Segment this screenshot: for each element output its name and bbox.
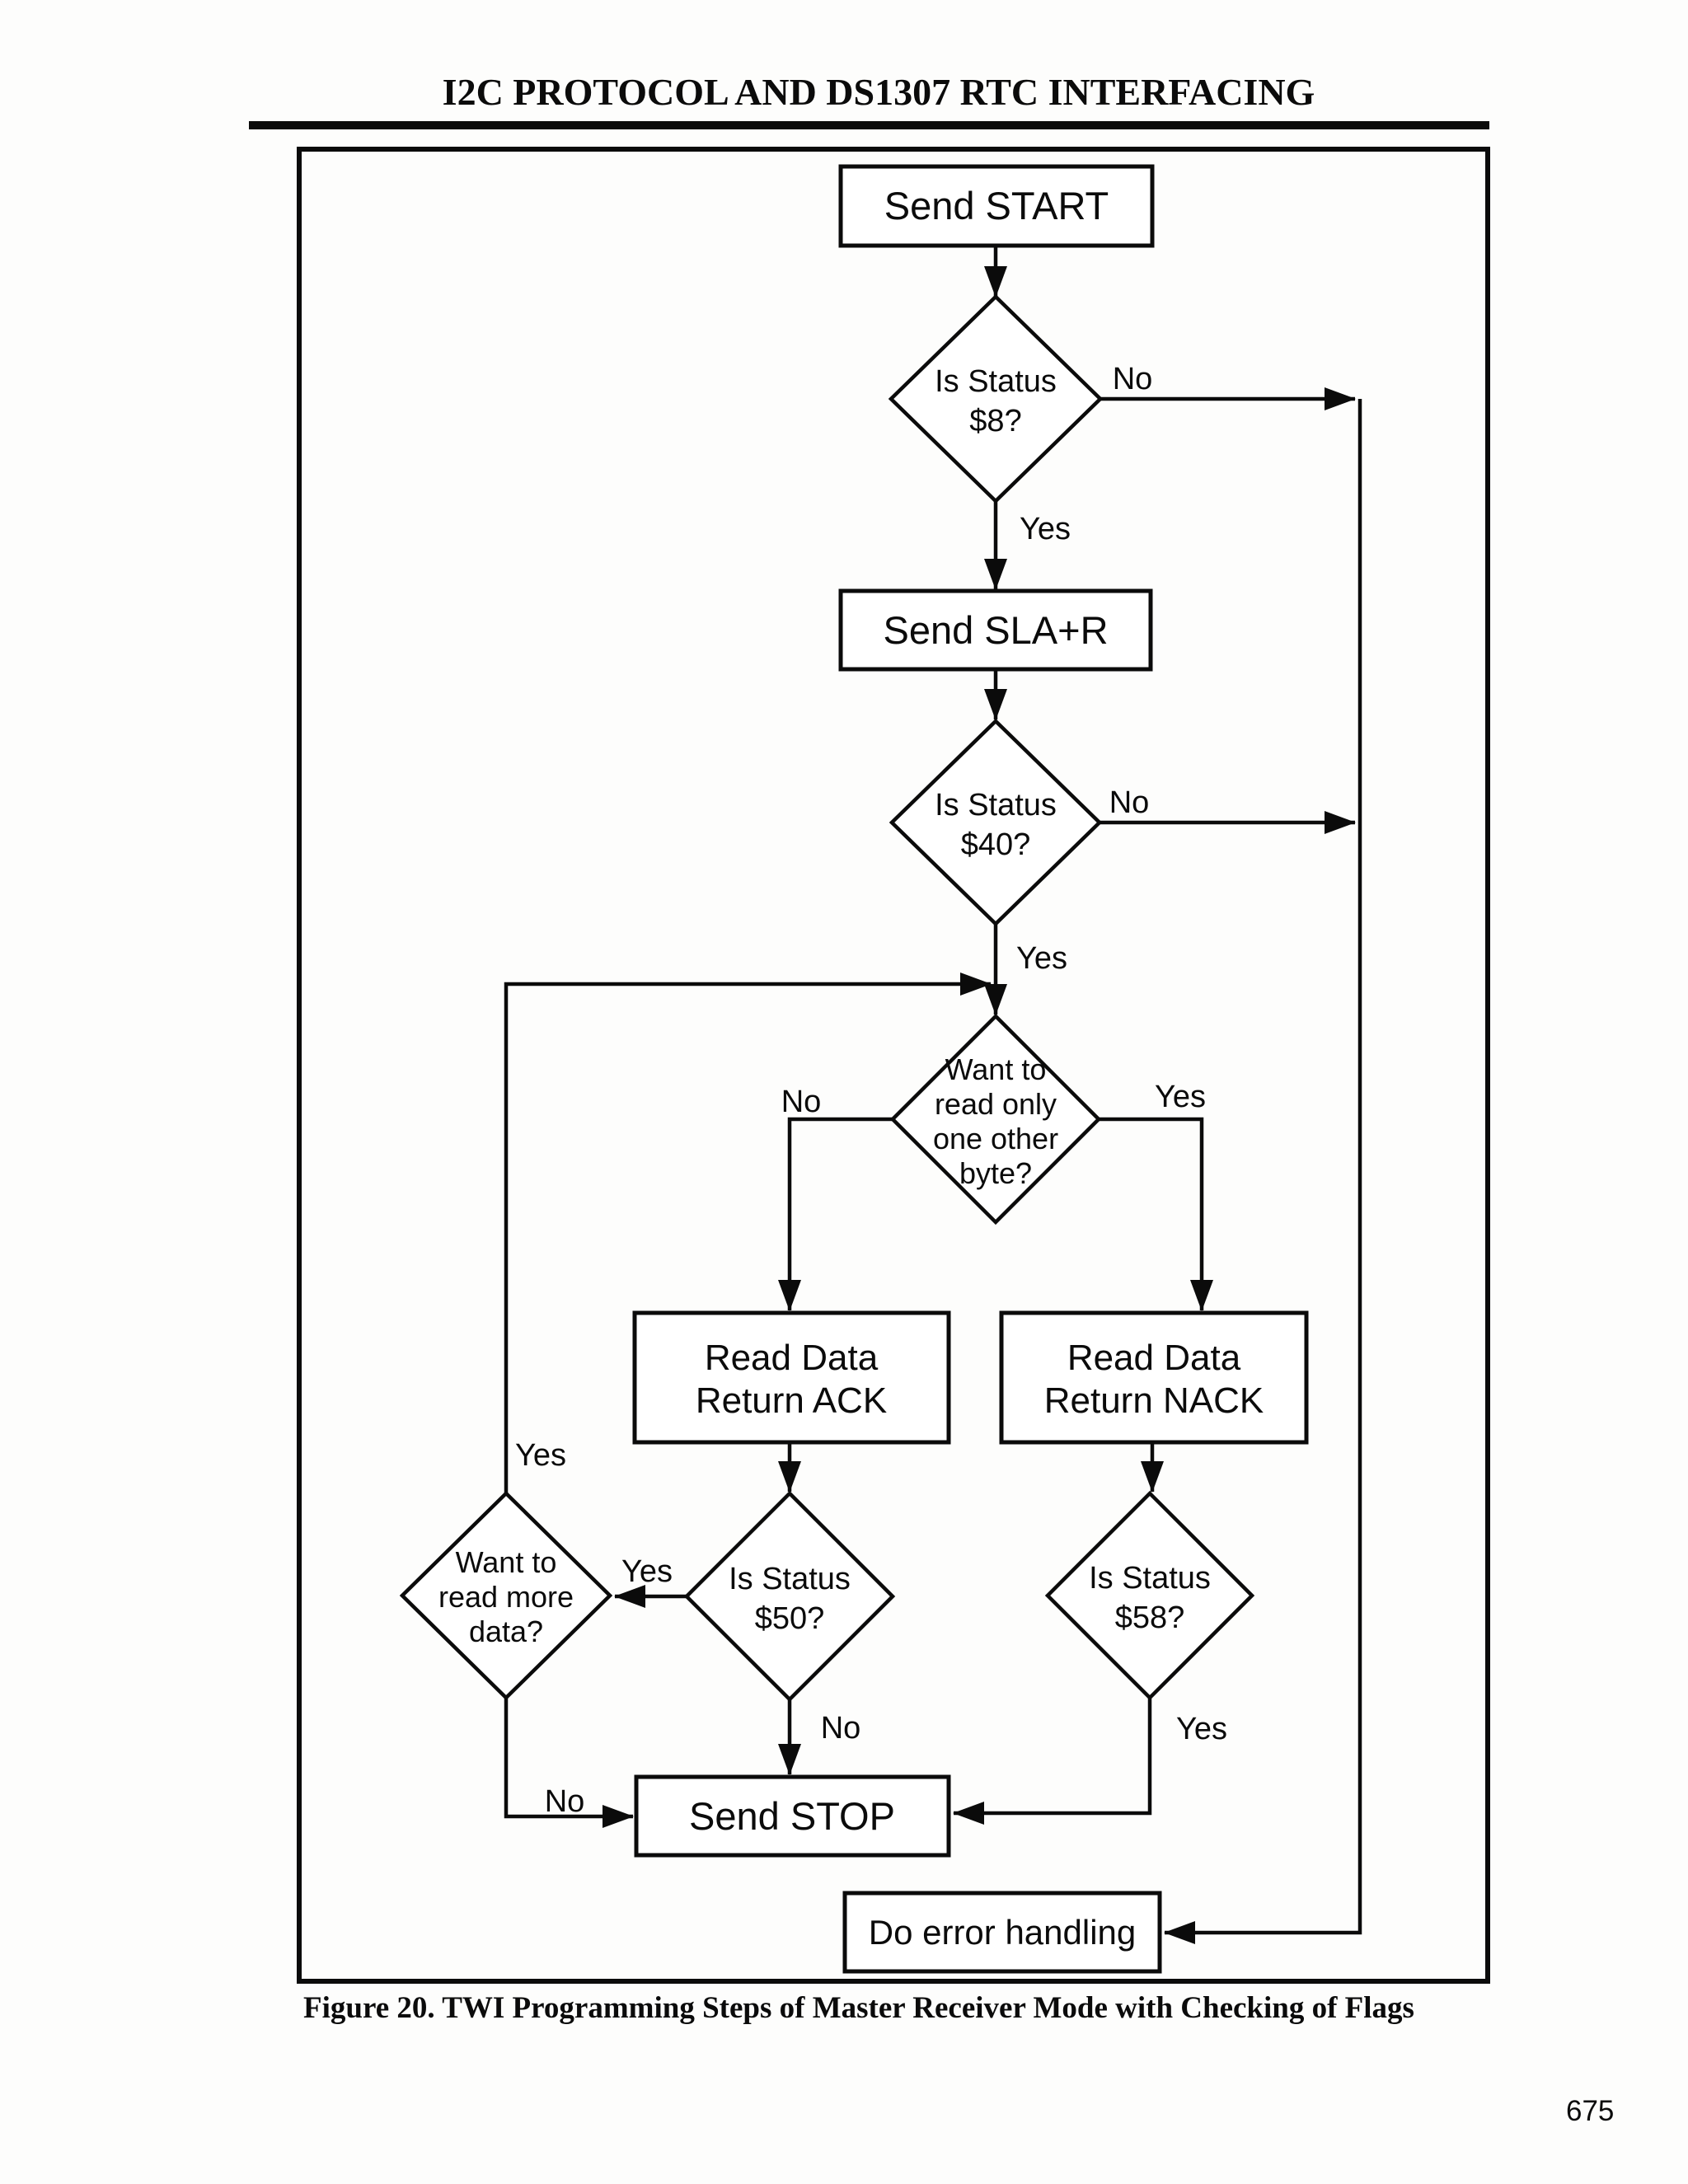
- send-sla-r-label: Send SLA+R: [883, 608, 1108, 652]
- want-more-data-diamond: Want to read more data?: [399, 1490, 613, 1701]
- is-status-8-line2: $8?: [969, 404, 1021, 438]
- send-start-node: Send START: [838, 164, 1155, 248]
- is-status-58-diamond: Is Status $58?: [1044, 1490, 1255, 1701]
- is-status-8-diamond: Is Status $8?: [888, 293, 1104, 504]
- read-nack-node: Read Data Return NACK: [999, 1310, 1309, 1445]
- label-status40-yes: Yes: [1016, 941, 1067, 976]
- page-number: 675: [1566, 2095, 1614, 2127]
- want-one-byte-line2: read only: [935, 1087, 1057, 1121]
- edge-onebyte-no: [778, 1117, 893, 1311]
- label-loop-yes: Yes: [515, 1438, 566, 1473]
- edge-error-trunk: [1164, 399, 1362, 1944]
- edge-onebyte-yes: [1099, 1117, 1213, 1311]
- read-ack-node: Read Data Return ACK: [632, 1310, 951, 1445]
- page-title: I2C PROTOCOL AND DS1307 RTC INTERFACING: [443, 71, 1315, 113]
- edge-loop-back: [504, 972, 992, 1493]
- title-rule: [249, 121, 1489, 129]
- read-ack-line2: Return ACK: [696, 1380, 887, 1421]
- want-more-line3: data?: [469, 1615, 543, 1648]
- is-status-50-line1: Is Status: [729, 1562, 851, 1596]
- is-status-8-line1: Is Status: [935, 364, 1057, 399]
- send-start-label: Send START: [884, 184, 1109, 227]
- want-more-line1: Want to: [456, 1545, 557, 1579]
- do-error-node: Do error handling: [842, 1891, 1162, 1974]
- figure-border: [297, 147, 1490, 1984]
- is-status-50-line2: $50?: [755, 1601, 825, 1636]
- send-stop-node: Send STOP: [634, 1774, 951, 1858]
- figure-caption: Figure 20. TWI Programming Steps of Mast…: [303, 1991, 1414, 2025]
- label-status50-no: No: [821, 1711, 861, 1746]
- send-sla-r-node: Send SLA+R: [838, 588, 1153, 672]
- label-status58-yes: Yes: [1176, 1712, 1227, 1746]
- read-nack-line1: Read Data: [1067, 1338, 1241, 1378]
- is-status-40-line1: Is Status: [935, 788, 1057, 823]
- is-status-40-diamond: Is Status $40?: [889, 718, 1103, 927]
- want-one-byte-line4: byte?: [959, 1156, 1032, 1190]
- label-more-no: No: [545, 1784, 585, 1819]
- label-status8-no: No: [1113, 362, 1153, 396]
- want-more-line2: read more: [438, 1580, 574, 1614]
- want-one-byte-diamond: Want to read only one other byte?: [889, 1013, 1102, 1226]
- label-onebyte-yes: Yes: [1155, 1080, 1206, 1114]
- do-error-label: Do error handling: [869, 1913, 1137, 1952]
- label-status40-no: No: [1109, 785, 1150, 820]
- edge-more-no: [504, 1698, 634, 1828]
- is-status-50-diamond: Is Status $50?: [683, 1490, 896, 1703]
- edge-status58-yes: [953, 1698, 1152, 1825]
- read-nack-line2: Return NACK: [1044, 1380, 1264, 1421]
- want-one-byte-line1: Want to: [945, 1052, 1047, 1086]
- label-status50-yes: Yes: [621, 1554, 673, 1589]
- label-status8-yes: Yes: [1020, 512, 1071, 546]
- is-status-58-line1: Is Status: [1089, 1561, 1211, 1596]
- is-status-58-line2: $58?: [1115, 1601, 1185, 1635]
- want-one-byte-line3: one other: [933, 1122, 1058, 1155]
- send-stop-label: Send STOP: [689, 1794, 895, 1838]
- label-onebyte-no: No: [781, 1085, 822, 1119]
- is-status-40-line2: $40?: [961, 827, 1031, 862]
- read-ack-line1: Read Data: [705, 1338, 879, 1378]
